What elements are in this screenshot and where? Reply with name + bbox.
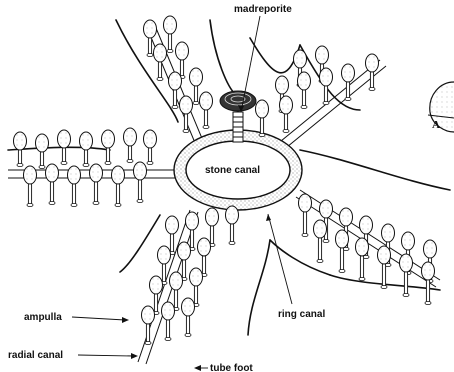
ampulla-bulb [366, 54, 379, 91]
ampulla-bulb [226, 206, 239, 245]
ampulla-bulb [298, 72, 311, 109]
label-ampulla: ampulla [24, 312, 129, 323]
ampulla-bulb [280, 96, 293, 133]
ampulla-bulb [90, 164, 103, 205]
label-radial-canal: radial canal [8, 350, 138, 361]
ampulla-bulb [24, 166, 37, 207]
label-tube-foot: tube foot [194, 363, 253, 372]
ampulla-bulb [80, 132, 93, 167]
arm-outline [248, 240, 270, 335]
ampulla-bulb [182, 298, 195, 337]
ampulla-bulb [299, 194, 312, 237]
radial-canal-label: radial canal [8, 350, 63, 361]
arm-outline [120, 215, 160, 272]
ampulla-bulb [356, 238, 369, 281]
stone-canal-column [233, 112, 243, 142]
ampulla-bulb [68, 166, 81, 207]
ampulla-bulb [142, 306, 155, 345]
inset-panel: A [428, 82, 454, 132]
ampulla-bulb [112, 166, 125, 207]
ampulla-bulb [134, 162, 147, 203]
ampulla-bulb [320, 68, 333, 105]
ampulla-bulb [162, 302, 175, 341]
ampulla-bulb [144, 130, 157, 165]
ampulla-bulb [102, 130, 115, 165]
ring-canal-label: ring canal [278, 309, 325, 320]
panel-letter: A [432, 119, 440, 131]
arm-outline [210, 20, 236, 95]
ampulla-label: ampulla [24, 312, 62, 323]
ampulla-bulb [124, 128, 137, 163]
arm-outline [250, 38, 300, 73]
ampulla-bulb [200, 92, 213, 129]
ampulla-bulb [400, 254, 413, 297]
stone-canal-label: stone canal [205, 165, 260, 176]
ampulla-bulb [36, 134, 49, 169]
ampulla-bulb [336, 230, 349, 273]
ampulla-bulb [180, 96, 193, 133]
tube-foot-label: tube foot [210, 363, 253, 372]
ampulla-bulb [154, 44, 167, 81]
madreporite-label: madreporite [234, 4, 292, 15]
arm-outline [300, 150, 450, 190]
ampulla-bulb [378, 246, 391, 289]
ampulla-bulb [422, 262, 435, 305]
ampulla-bulb [46, 164, 59, 205]
madreporite-plate [220, 91, 256, 111]
